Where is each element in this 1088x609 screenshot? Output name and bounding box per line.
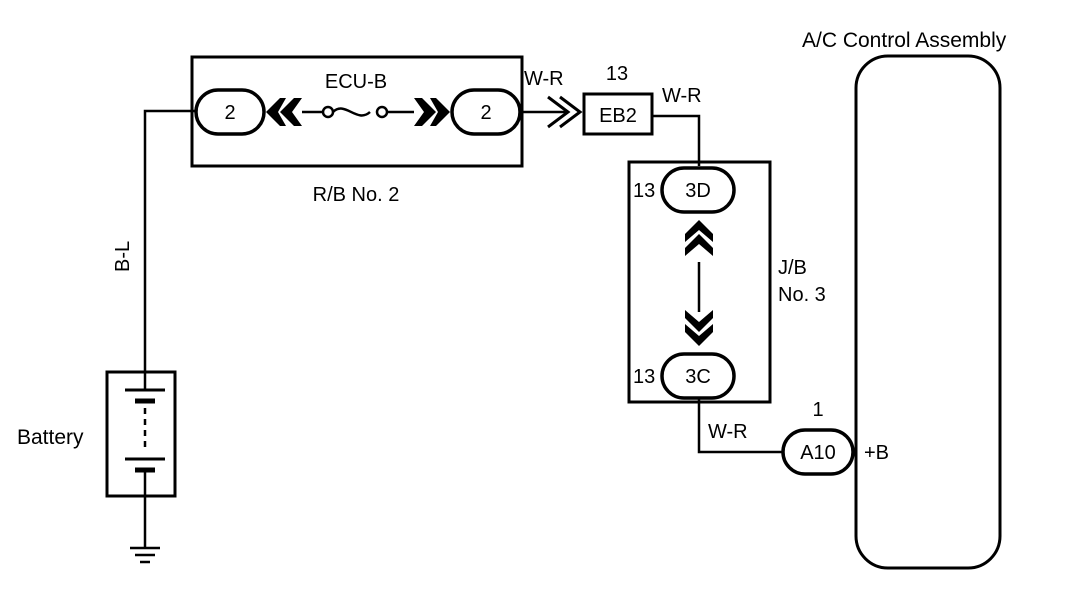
ground-icon — [130, 546, 160, 564]
jb-3d-connector — [660, 166, 736, 214]
ac-control-assembly-label: A/C Control Assembly — [802, 29, 1007, 52]
wire-3c-to-a10 — [697, 398, 783, 454]
eb2-connector-label: EB2 — [599, 105, 637, 127]
jb-3c-connector — [660, 352, 736, 400]
rb-right-connector-label: 2 — [480, 102, 491, 124]
eb2-connector — [582, 92, 654, 136]
chevron-down-icon — [685, 310, 713, 346]
jb-3c-pin-label: 13 — [633, 366, 655, 388]
jb-3d-connector-label: 3D — [685, 180, 711, 202]
a10-connector — [781, 428, 855, 476]
wire-label-battery: B-L — [112, 241, 134, 272]
relay-block: 2 2 ECU-B — [190, 55, 524, 168]
a10-pin-label: 1 — [812, 399, 823, 421]
chevron-left-icon — [266, 98, 302, 126]
wire-battery-to-rb — [143, 109, 200, 372]
rb-left-connector — [194, 88, 266, 136]
rb-left-connector-label: 2 — [224, 102, 235, 124]
relay-block-label: R/B No. 2 — [313, 184, 400, 206]
battery-frame — [105, 370, 177, 498]
jb-3c-connector-label: 3C — [685, 366, 711, 388]
plus-b-terminal-label: +B — [864, 442, 889, 464]
wire-label-rb-out: W-R — [524, 68, 564, 90]
wire-label-jb-out: W-R — [708, 421, 748, 443]
jb-3d-pin-label: 13 — [633, 180, 655, 202]
chevron-right-icon — [414, 98, 450, 126]
a10-connector-label: A10 — [800, 442, 836, 464]
junction-block-frame — [627, 160, 772, 404]
battery-label: Battery — [17, 426, 84, 449]
junction-block-label-line1: J/B — [778, 257, 807, 279]
junction-block-label-line2: No. 3 — [778, 284, 826, 306]
junction-block: 3D 13 3C 13 — [627, 160, 772, 404]
ac-control-assembly — [854, 54, 1002, 570]
battery — [105, 370, 177, 498]
wire-label-eb2-out: W-R — [662, 85, 702, 107]
eb2-pin-label: 13 — [606, 63, 628, 85]
connector-arrow-icon-2 — [559, 95, 583, 129]
fuse-label: ECU-B — [325, 71, 387, 93]
connector-arrow-icon — [547, 95, 571, 129]
chevron-up-icon — [685, 220, 713, 256]
fuse-icon — [302, 105, 414, 119]
wires — [143, 109, 856, 548]
wire-eb2-to-3d — [652, 114, 701, 166]
